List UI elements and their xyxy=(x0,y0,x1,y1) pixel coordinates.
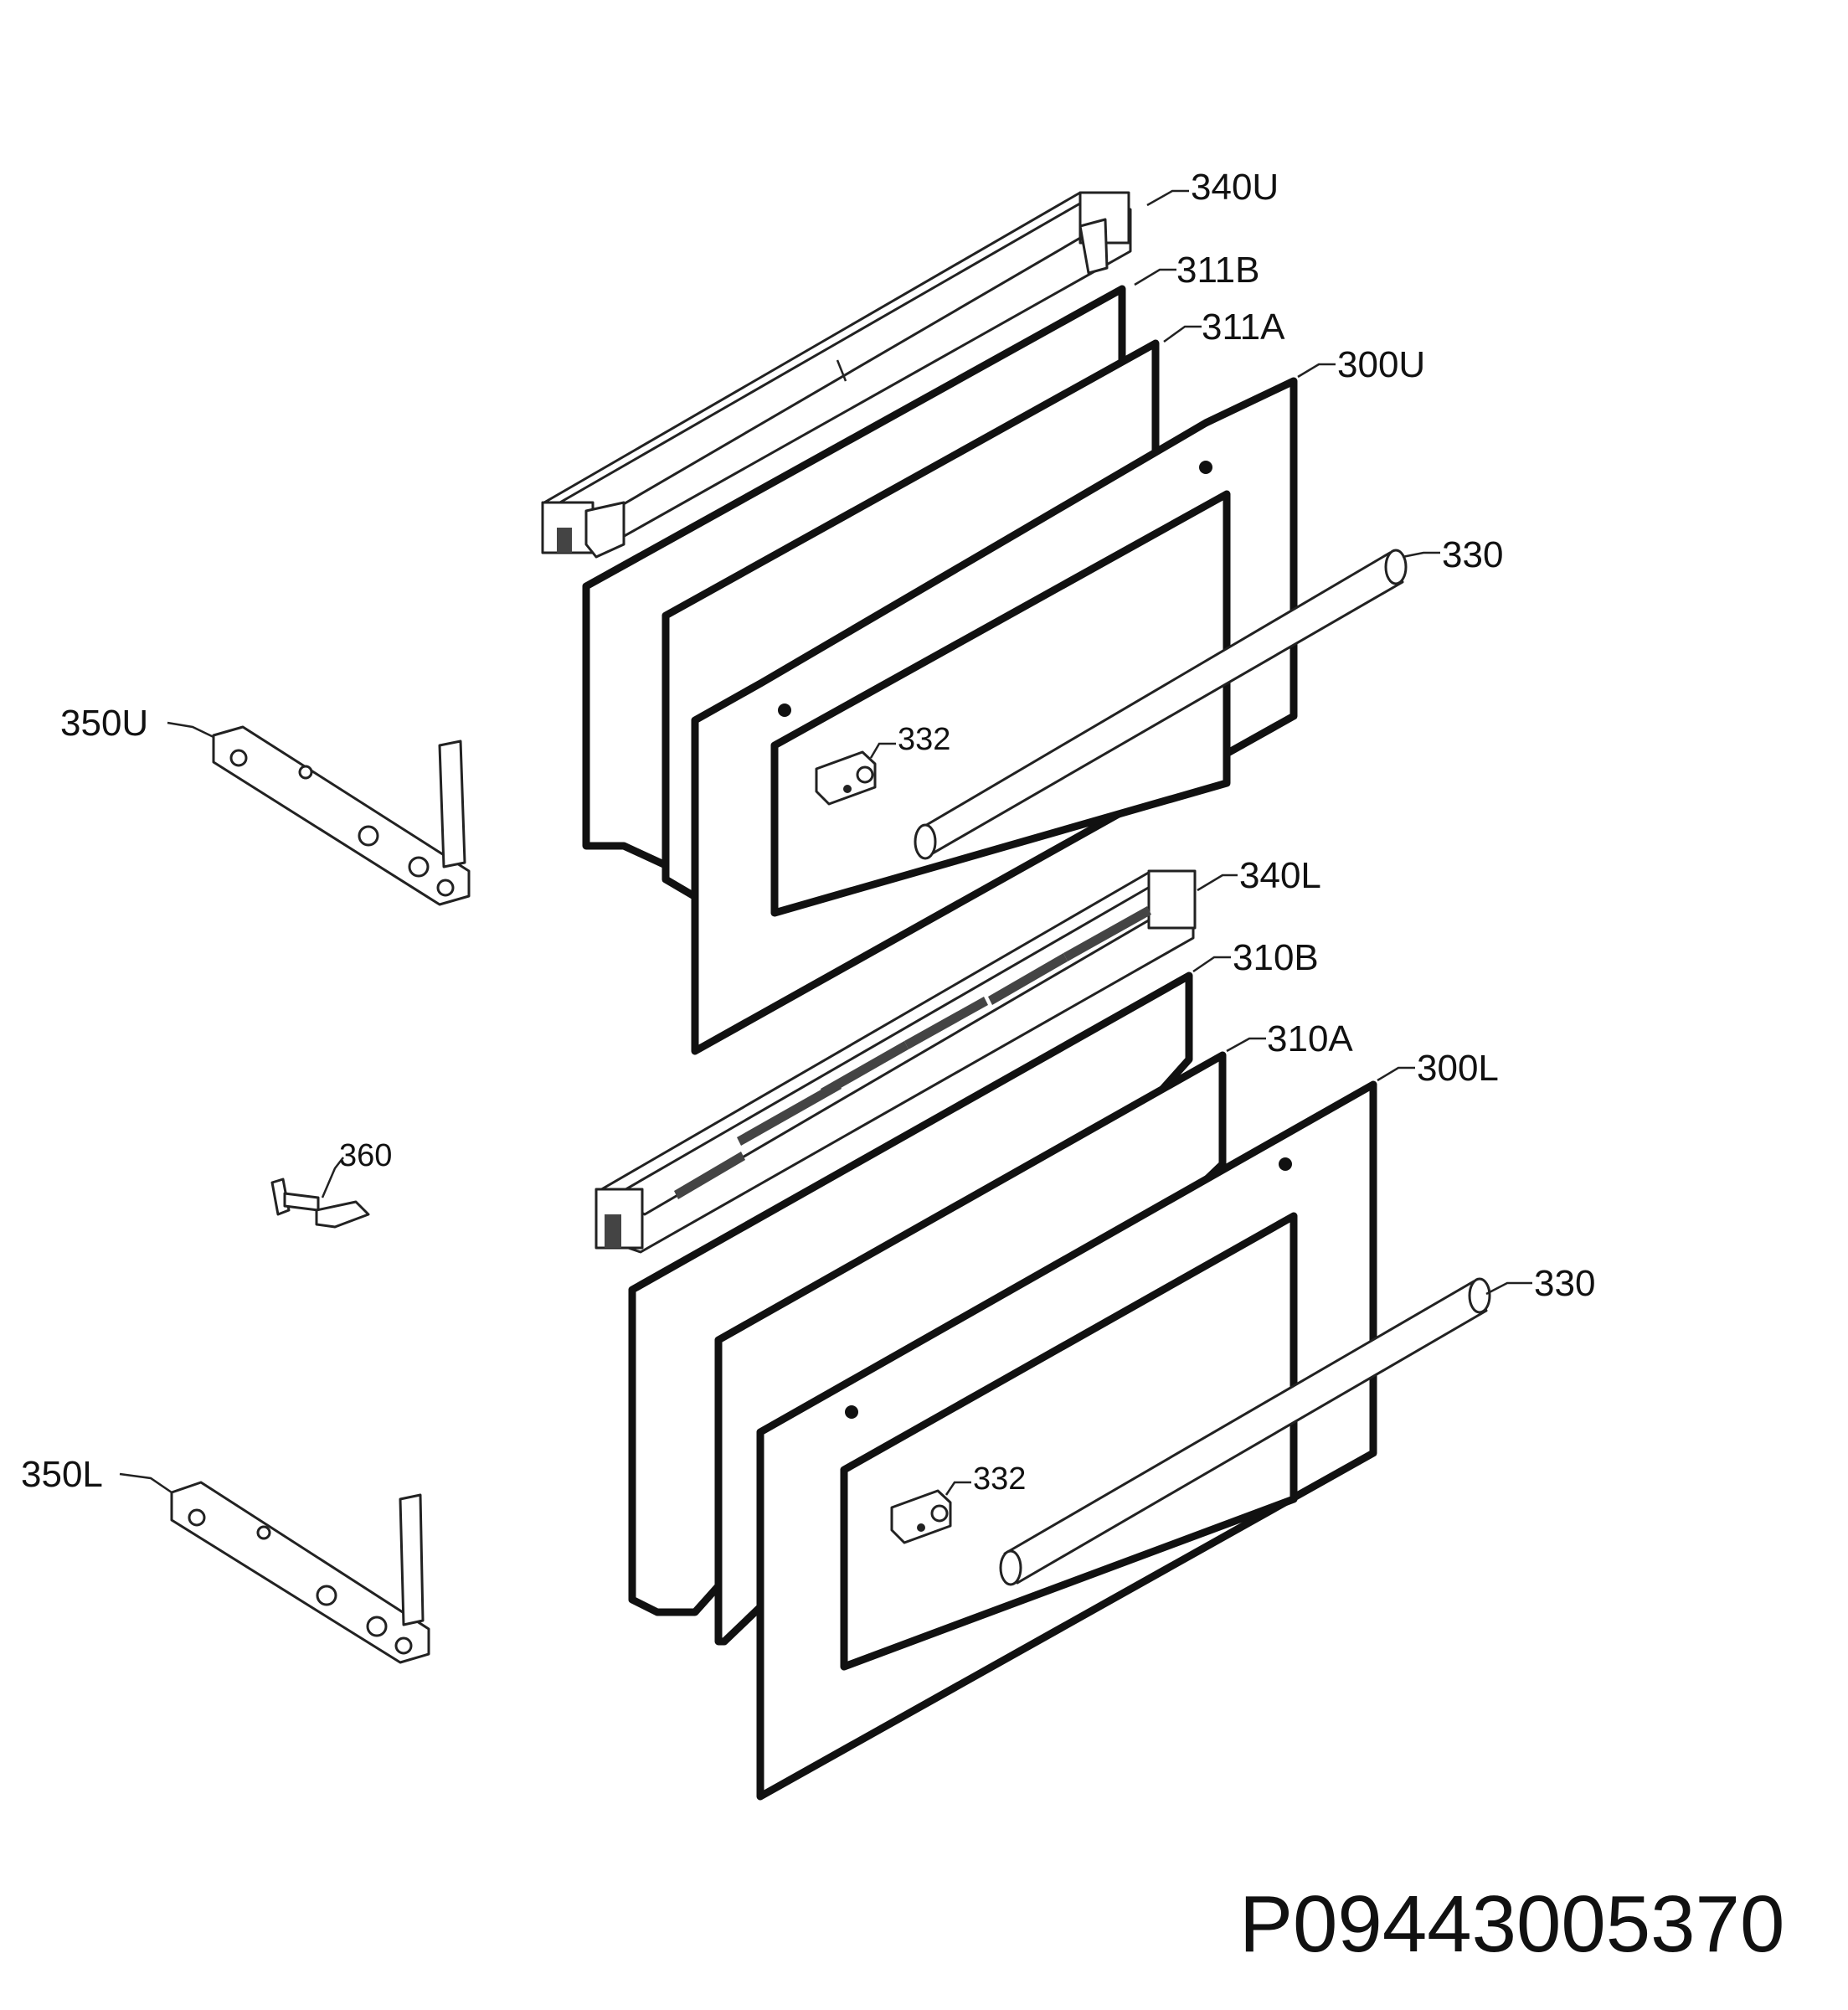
callout-330-upper: 330 xyxy=(1442,534,1503,575)
callout-310B: 310B xyxy=(1233,937,1319,978)
leader-lines xyxy=(119,189,1532,1496)
document-number: P09443005370 xyxy=(1239,1879,1784,1969)
callout-332-upper: 332 xyxy=(898,722,950,757)
lower-door-clip xyxy=(890,1489,952,1544)
upper-hinge xyxy=(212,725,471,906)
callout-300L: 300L xyxy=(1417,1048,1499,1089)
callout-311A: 311A xyxy=(1202,307,1285,348)
callout-350L: 350L xyxy=(21,1454,103,1495)
upper-door-clip xyxy=(815,750,877,806)
lower-hinge xyxy=(170,1481,430,1664)
callout-311B: 311B xyxy=(1176,250,1260,291)
callout-310A: 310A xyxy=(1267,1018,1353,1059)
upper-door-outer-glass-300u xyxy=(691,377,1298,1055)
callout-360: 360 xyxy=(339,1138,392,1173)
callout-350U: 350U xyxy=(60,703,148,744)
callout-332-lower: 332 xyxy=(973,1461,1026,1497)
upper-door-top-trim xyxy=(541,191,1132,559)
callout-340L: 340L xyxy=(1239,855,1321,896)
callout-300U: 300U xyxy=(1337,344,1425,385)
upper-door-handle xyxy=(914,549,1408,860)
lower-door-top-trim xyxy=(595,869,1197,1254)
latch-360 xyxy=(270,1178,370,1229)
callout-340U: 340U xyxy=(1191,167,1279,208)
callout-330-lower: 330 xyxy=(1534,1263,1595,1304)
lower-door-handle xyxy=(999,1277,1491,1586)
lower-door-outer-glass-300l xyxy=(756,1080,1377,1801)
